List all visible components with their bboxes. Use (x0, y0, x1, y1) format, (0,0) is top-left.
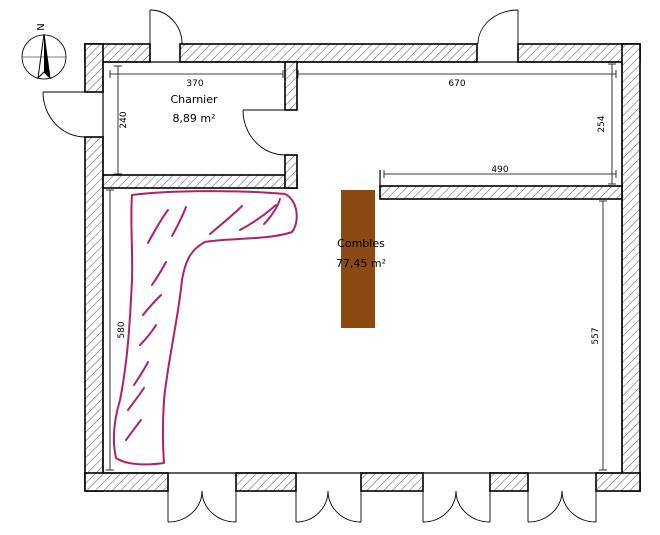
compass-label: N (36, 23, 47, 30)
dim-490: 490 (491, 165, 508, 175)
bottom-door-4 (527, 490, 597, 523)
outer-walls (84, 43, 641, 492)
doors (42, 9, 597, 523)
hand-sketch (112, 190, 298, 466)
dim-557: 557 (591, 327, 601, 344)
interior-walls (102, 61, 623, 474)
bottom-door-1 (167, 490, 237, 523)
dim-370: 370 (186, 79, 203, 89)
dim-240: 240 (119, 111, 129, 128)
north-compass-icon: N (21, 23, 67, 80)
brown-beam (341, 190, 375, 328)
dimension-lines (106, 63, 617, 471)
dimension-labels: 370 670 240 254 490 580 557 (117, 79, 607, 345)
room-name-charnier: Charnier (170, 93, 218, 106)
room-labels: Charnier 8,89 m² Combles 77,45 m² (170, 93, 386, 270)
bottom-door-3 (422, 490, 491, 523)
dim-254: 254 (597, 115, 607, 132)
room-name-combles: Combles (337, 237, 385, 250)
dim-670: 670 (448, 79, 465, 89)
dim-580: 580 (117, 321, 127, 338)
bottom-door-2 (295, 490, 362, 523)
room-area-combles: 77,45 m² (336, 257, 386, 270)
room-area-charnier: 8,89 m² (172, 112, 215, 125)
